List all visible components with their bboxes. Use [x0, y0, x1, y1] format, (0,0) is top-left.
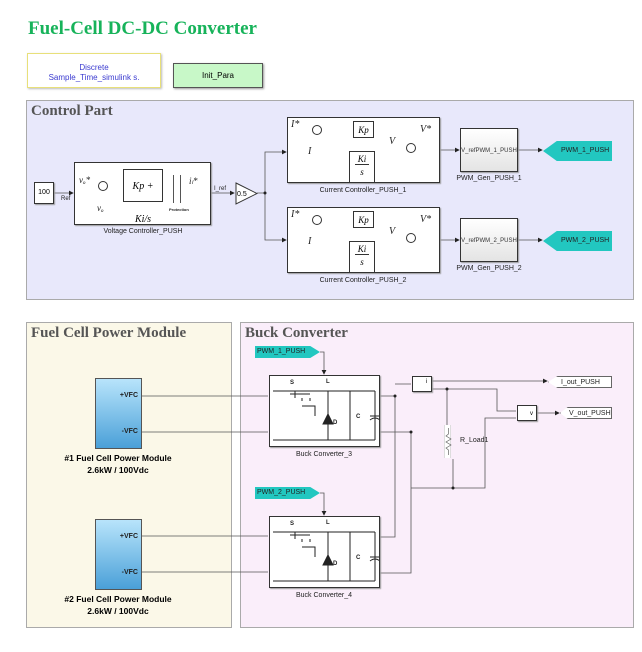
protection-label: Protection: [169, 207, 189, 212]
fc1-rating: 2.6kW / 100Vdc: [87, 465, 149, 475]
port-neg: -VFC: [121, 428, 138, 435]
fuel-cell-2-label: #2 Fuel Cell Power Module 2.6kW / 100Vdc: [64, 593, 171, 617]
buck-area-title: Buck Converter: [245, 325, 348, 341]
model-title: Fuel-Cell DC-DC Converter: [28, 18, 257, 39]
fc2-rating: 2.6kW / 100Vdc: [87, 606, 149, 616]
voltage-sensor[interactable]: v: [517, 405, 537, 421]
buck-converter-3[interactable]: S L D C: [269, 375, 380, 447]
port-pos: +VFC: [119, 533, 138, 540]
port-neg: -VFC: [121, 569, 138, 576]
s-label: s: [360, 167, 364, 177]
ki-label: Ki: [355, 154, 369, 165]
vout-port: V*: [420, 124, 432, 135]
current-controller-1-label: Current Controller_PUSH_1: [319, 187, 407, 194]
from-pwm-1[interactable]: PWM_1_PUSH: [255, 346, 320, 358]
pwm-gen-2-block[interactable]: V_refPWM_2_PUSH: [460, 218, 518, 262]
pwm-gen-1-block[interactable]: V_refPWM_1_PUSH: [460, 128, 518, 172]
buck-converter-4[interactable]: S L D C: [269, 516, 380, 588]
init-para-block[interactable]: Init_Para: [173, 63, 263, 88]
saturation-icon: [173, 175, 181, 203]
iref-port: I*: [291, 119, 300, 130]
voltage-controller-label: Voltage Controller_PUSH: [103, 228, 183, 235]
constant-block[interactable]: 100: [34, 182, 54, 204]
v-label: V: [389, 226, 396, 237]
imeas-port: I: [308, 236, 312, 247]
goto-i-out[interactable]: I_out_PUSH: [548, 376, 612, 388]
sum-icon: [406, 143, 416, 153]
gain-block[interactable]: 0.5: [235, 182, 258, 205]
v-label: V: [389, 136, 396, 147]
fuel-cell-1-label: #1 Fuel Cell Power Module 2.6kW / 100Vdc: [64, 452, 171, 476]
current-sensor[interactable]: i: [412, 376, 432, 392]
vout-port: V*: [420, 214, 432, 225]
inductor-label: L: [326, 520, 330, 526]
ki-block: Ki s: [349, 241, 375, 273]
ki-block: Ki s: [349, 151, 375, 183]
inductor-label: L: [326, 379, 330, 385]
current-controller-1[interactable]: I* I Kp Ki s V V*: [287, 117, 440, 183]
goto-pwm-1[interactable]: PWM_1_PUSH: [543, 141, 612, 161]
diode-label: D: [333, 561, 338, 567]
pwm-gen-2-label: PWM_Gen_PUSH_2: [456, 265, 522, 272]
fuel-cell-module-2[interactable]: +VFC -VFC: [95, 519, 142, 590]
sum-icon: [312, 125, 322, 135]
ref-signal-label: Ref: [61, 196, 71, 202]
control-part-title: Control Part: [31, 103, 113, 119]
discrete-line2: Sample_Time_simulink s.: [48, 73, 140, 82]
voltage-controller-block[interactable]: vₒ* vₒ Kp + Ki/s Protection iₗ*: [74, 162, 211, 225]
fuel-cell-area: Fuel Cell Power Module: [26, 322, 232, 628]
from-pwm-2[interactable]: PWM_2_PUSH: [255, 487, 320, 499]
load-label: R_Load1: [460, 437, 489, 444]
gain-value: 0.5: [237, 191, 247, 198]
capacitor-label: C: [356, 555, 361, 561]
buck-circuit-icon: [273, 531, 379, 582]
sum-icon: [406, 233, 416, 243]
current-controller-2[interactable]: I* I Kp Ki s V V*: [287, 207, 440, 273]
sum-icon: [312, 215, 322, 225]
switch-label: S: [290, 380, 295, 386]
kp-block: Kp: [353, 211, 374, 228]
capacitor-label: C: [356, 414, 361, 420]
vref-label: vₒ*: [79, 175, 91, 185]
iref-out-label: iₗ*: [189, 176, 198, 186]
discrete-line1: Discrete: [79, 63, 109, 72]
fc2-name: #2 Fuel Cell Power Module: [64, 594, 172, 604]
imeas-port: I: [308, 146, 312, 157]
vmeas-label: vₒ: [97, 203, 104, 213]
iref-port: I*: [291, 209, 300, 220]
port-pos: +VFC: [119, 392, 138, 399]
switch-label: S: [290, 521, 295, 527]
pi-block: Kp + Ki/s: [123, 169, 163, 225]
buck-4-label: Buck Converter_4: [295, 592, 353, 599]
buck-3-label: Buck Converter_3: [295, 451, 353, 458]
resistor-icon[interactable]: [444, 425, 452, 458]
fuel-cell-area-title: Fuel Cell Power Module: [31, 325, 187, 341]
iref-signal-label: I_ref: [214, 186, 227, 192]
fc1-name: #1 Fuel Cell Power Module: [64, 453, 172, 463]
sum-icon: [98, 181, 108, 191]
s-label: s: [360, 257, 364, 267]
goto-pwm-2[interactable]: PWM_2_PUSH: [543, 231, 612, 251]
fuel-cell-module-1[interactable]: +VFC -VFC: [95, 378, 142, 449]
goto-v-out[interactable]: V_out_PUSH: [560, 407, 612, 419]
kp-block: Kp: [353, 121, 374, 138]
buck-circuit-icon: [273, 390, 379, 441]
pwm-gen-1-label: PWM_Gen_PUSH_1: [456, 175, 522, 182]
diode-label: D: [333, 420, 338, 426]
ki-label: Ki: [355, 244, 369, 255]
current-controller-2-label: Current Controller_PUSH_2: [319, 277, 407, 284]
